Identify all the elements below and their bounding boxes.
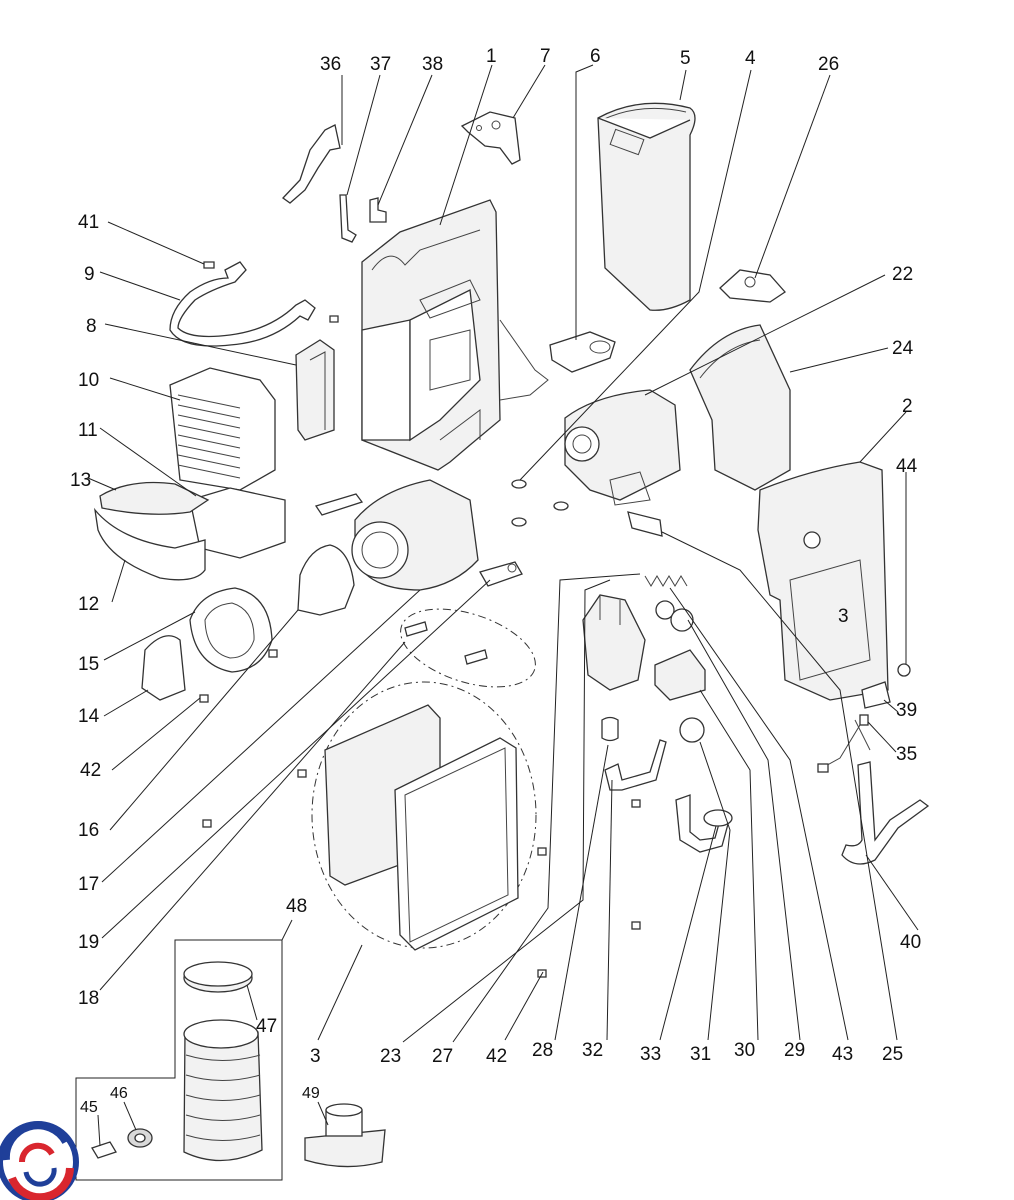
label-39: 39	[896, 700, 917, 721]
part-15-ring	[189, 587, 273, 673]
label-5: 5	[680, 48, 691, 69]
screw	[329, 315, 339, 323]
part-6-plate	[549, 331, 616, 373]
label-27: 27	[432, 1046, 453, 1067]
part-26	[719, 269, 786, 303]
label-37: 37	[370, 54, 391, 75]
label-1: 1	[486, 46, 497, 67]
label-9: 9	[84, 264, 95, 285]
label-40: 40	[900, 932, 921, 953]
part-31-valve	[679, 717, 705, 743]
part-9-hose	[169, 261, 316, 347]
screws	[199, 649, 641, 978]
label-45: 45	[80, 1099, 98, 1116]
label-38: 38	[422, 54, 443, 75]
part-18-pins	[400, 608, 536, 688]
part-12-tray	[94, 507, 206, 581]
leader-lines	[87, 64, 919, 1147]
part-1-main-frame	[361, 199, 549, 471]
part-28-pump	[582, 594, 646, 691]
part-30-block	[654, 649, 706, 701]
part-32-tube	[604, 739, 667, 791]
label-33: 33	[640, 1044, 661, 1065]
label-31: 31	[690, 1044, 711, 1065]
label-19: 19	[78, 932, 99, 953]
part-41-screw	[203, 261, 215, 269]
label-42-bottom: 42	[486, 1046, 507, 1067]
part-33-drain	[675, 794, 733, 853]
label-6: 6	[590, 46, 601, 67]
label-10: 10	[78, 370, 99, 391]
label-11: 11	[78, 420, 98, 441]
part-24	[689, 324, 791, 491]
part-47-lid	[183, 961, 253, 993]
part-37-clip	[339, 194, 357, 243]
part-40-hose	[841, 761, 930, 865]
part-5-water-tank	[597, 102, 696, 311]
part-13-grid	[99, 481, 210, 515]
part-16	[297, 544, 355, 616]
part-25-clip	[627, 511, 663, 537]
label-41: 41	[78, 212, 99, 233]
label-17: 17	[78, 874, 99, 895]
label-44: 44	[896, 456, 918, 477]
label-30: 30	[734, 1040, 755, 1061]
label-23: 23	[380, 1046, 401, 1067]
label-12: 12	[78, 594, 99, 615]
label-2: 2	[902, 396, 913, 417]
label-3-rear: 3	[838, 606, 849, 627]
part-35-cable	[817, 714, 871, 773]
label-43: 43	[832, 1044, 853, 1065]
part-handle	[314, 493, 364, 516]
part-7-bracket	[460, 111, 521, 165]
label-18: 18	[78, 988, 99, 1009]
label-35: 35	[896, 744, 917, 765]
label-26: 26	[818, 54, 839, 75]
part-8	[295, 339, 335, 441]
brand-logo	[0, 1121, 79, 1200]
part-36-lever	[282, 124, 341, 204]
part-27-spring	[644, 575, 688, 587]
part-19-connector	[479, 561, 523, 587]
label-42-left: 42	[80, 760, 101, 781]
part-14-knob	[141, 635, 186, 701]
label-4: 4	[745, 48, 756, 69]
part-43-spring	[601, 716, 619, 742]
part-4-discs	[511, 479, 569, 527]
part-48-jug	[183, 1019, 263, 1162]
label-16: 16	[78, 820, 99, 841]
label-24: 24	[892, 338, 914, 359]
label-13: 13	[70, 470, 91, 491]
part-17-unit	[351, 479, 479, 591]
part-22-brew-group	[564, 389, 681, 506]
label-3: 3	[310, 1046, 321, 1067]
part-46	[127, 1128, 153, 1148]
label-25: 25	[882, 1044, 903, 1065]
label-36: 36	[320, 54, 341, 75]
label-47: 47	[256, 1016, 277, 1037]
part-2-rear-body	[757, 461, 889, 701]
part-44	[897, 663, 911, 677]
label-32: 32	[582, 1040, 603, 1061]
part-45	[91, 1141, 117, 1159]
label-7: 7	[540, 46, 551, 67]
part-49-base	[304, 1103, 386, 1168]
part-38-clip	[369, 197, 387, 223]
label-22: 22	[892, 264, 913, 285]
label-49: 49	[302, 1085, 320, 1102]
part-29-gears	[655, 600, 694, 632]
label-29: 29	[784, 1040, 805, 1061]
label-15: 15	[78, 654, 99, 675]
label-28: 28	[532, 1040, 553, 1061]
part-10-grille	[169, 367, 276, 491]
part-3-panel	[311, 681, 537, 951]
label-48: 48	[286, 896, 307, 917]
label-8: 8	[86, 316, 97, 337]
label-46: 46	[110, 1085, 128, 1102]
label-14: 14	[78, 706, 100, 727]
part-39	[861, 681, 891, 709]
part-labels: 36 37 38 1 7 6 5 4 26 41 9 22 8 24 10 2 …	[70, 46, 921, 1116]
